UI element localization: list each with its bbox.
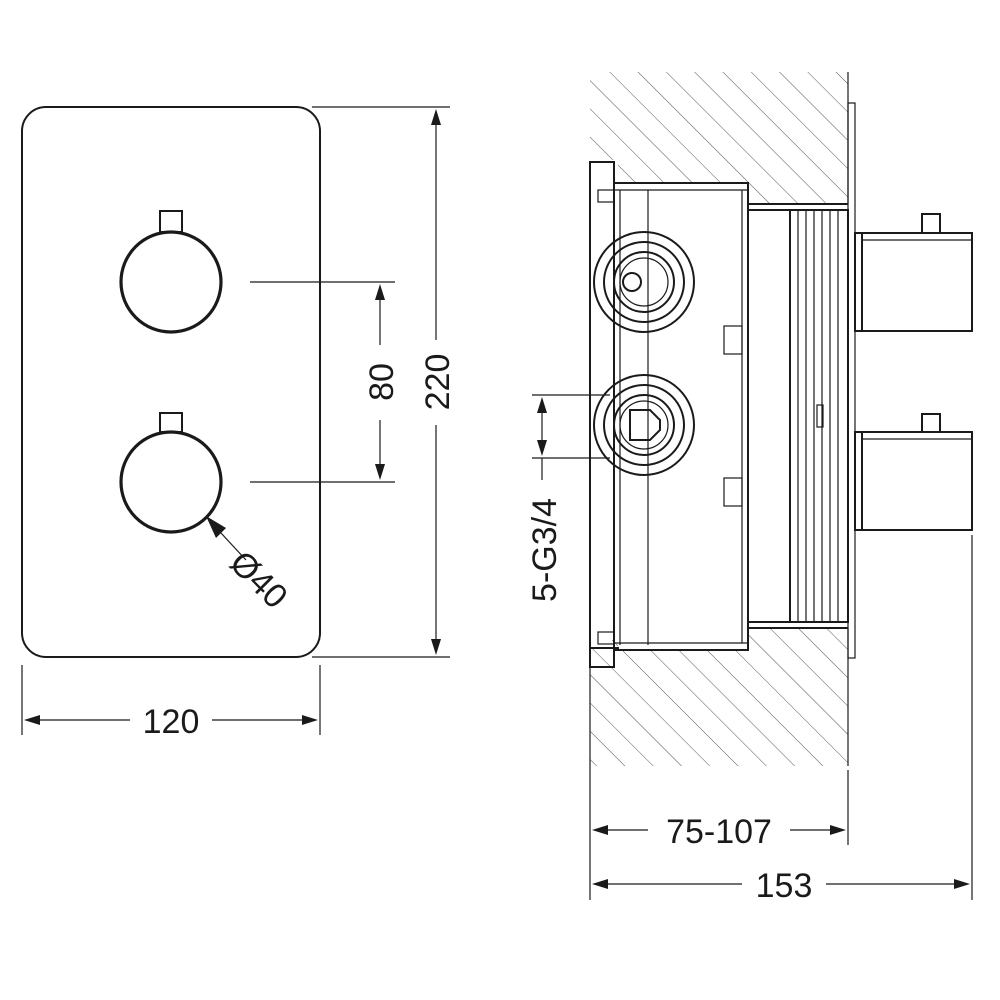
side-knob-top [854, 213, 973, 332]
cover-plate [21, 106, 321, 658]
dim-wall-depth [589, 660, 849, 900]
total-depth-label: 153 [756, 867, 813, 905]
connections-label: 5-G3/4 [526, 498, 564, 602]
connection-port-bottom [593, 374, 695, 476]
side-knob-bottom [854, 413, 973, 531]
height-label: 220 [419, 354, 457, 411]
top-knob [119, 210, 223, 334]
top-knob-pin [159, 210, 183, 233]
side-view: 5-G3/4 75-107 153 [526, 72, 973, 905]
cover-plate-edge [847, 102, 856, 659]
knob-spacing-label: 80 [363, 363, 401, 401]
bottom-knob-pin [159, 412, 183, 433]
bottom-knob-circle [119, 430, 223, 534]
diameter-leader [206, 516, 247, 561]
top-knob-circle [119, 230, 223, 334]
bottom-knob [119, 412, 223, 534]
dim-120 [21, 665, 321, 735]
width-label: 120 [143, 703, 200, 741]
dim-total-depth [592, 535, 973, 900]
wall-depth-label: 75-107 [666, 813, 772, 851]
mounting-box [589, 161, 848, 668]
valve-body [747, 209, 849, 623]
front-view: Ø40 80 220 120 [21, 106, 457, 741]
connection-port-top [593, 231, 695, 333]
dim-220 [312, 106, 450, 658]
dim-connections [532, 394, 610, 480]
wall-section-bottom [590, 628, 848, 766]
dim-80 [250, 281, 395, 483]
wall-section-top [590, 72, 848, 204]
knob-diameter-label: Ø40 [222, 544, 294, 616]
